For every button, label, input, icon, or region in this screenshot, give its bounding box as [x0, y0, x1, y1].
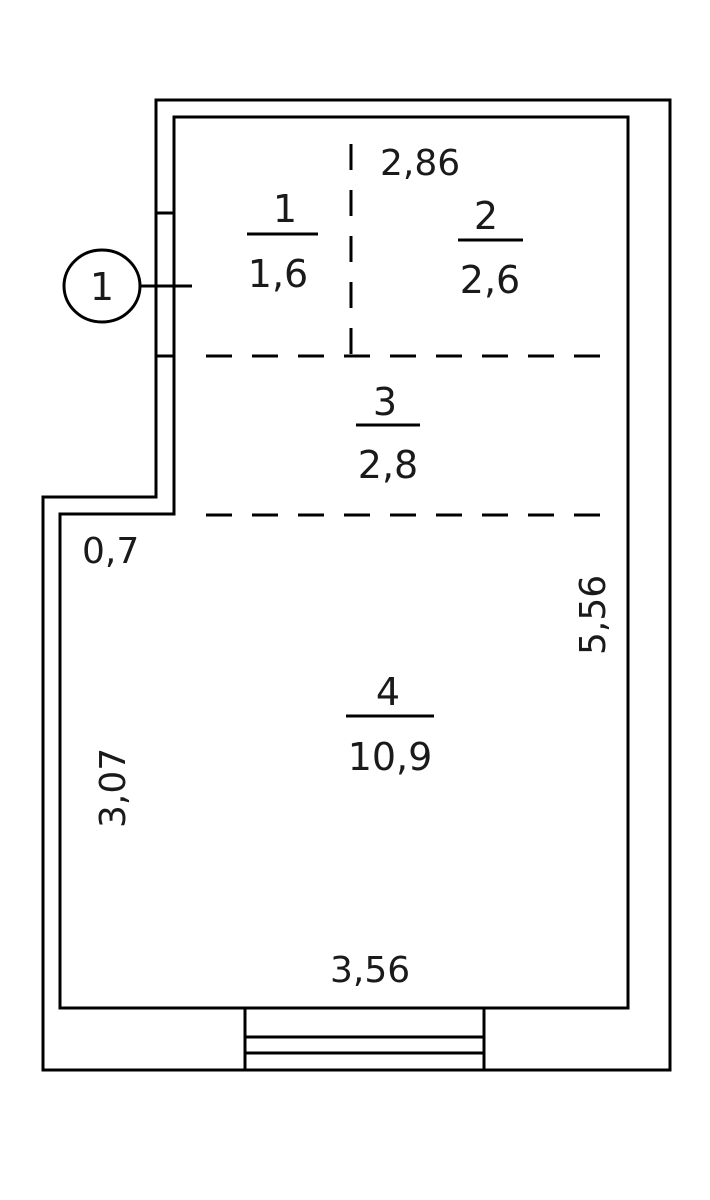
room-4-area: 10,9 — [348, 735, 433, 779]
inner-wall — [58, 115, 630, 1010]
entrance-marker-label: 1 — [90, 265, 114, 309]
room-4-number: 4 — [376, 670, 400, 714]
room-1-area: 1,6 — [248, 252, 308, 296]
room-3-number: 3 — [373, 380, 397, 424]
dimension-step: 0,7 — [82, 531, 139, 572]
entrance-marker: 1 — [62, 248, 192, 324]
dimension-left-height: 3,07 — [93, 748, 134, 828]
dimension-bottom-width: 3,56 — [330, 950, 410, 991]
dimension-right-height: 5,56 — [573, 575, 614, 655]
room-2-area: 2,6 — [460, 258, 520, 302]
outer-wall — [41, 98, 672, 1072]
dimension-top-width: 2,86 — [380, 143, 460, 184]
room-3-label: 3 2,8 — [356, 380, 420, 487]
room-4-label: 4 10,9 — [346, 670, 434, 779]
door — [243, 1008, 486, 1070]
room-3-area: 2,8 — [358, 443, 418, 487]
room-2-number: 2 — [474, 194, 498, 238]
room-1-number: 1 — [273, 187, 297, 231]
room-2-label: 2 2,6 — [458, 194, 523, 302]
room-1-label: 1 1,6 — [247, 187, 318, 296]
